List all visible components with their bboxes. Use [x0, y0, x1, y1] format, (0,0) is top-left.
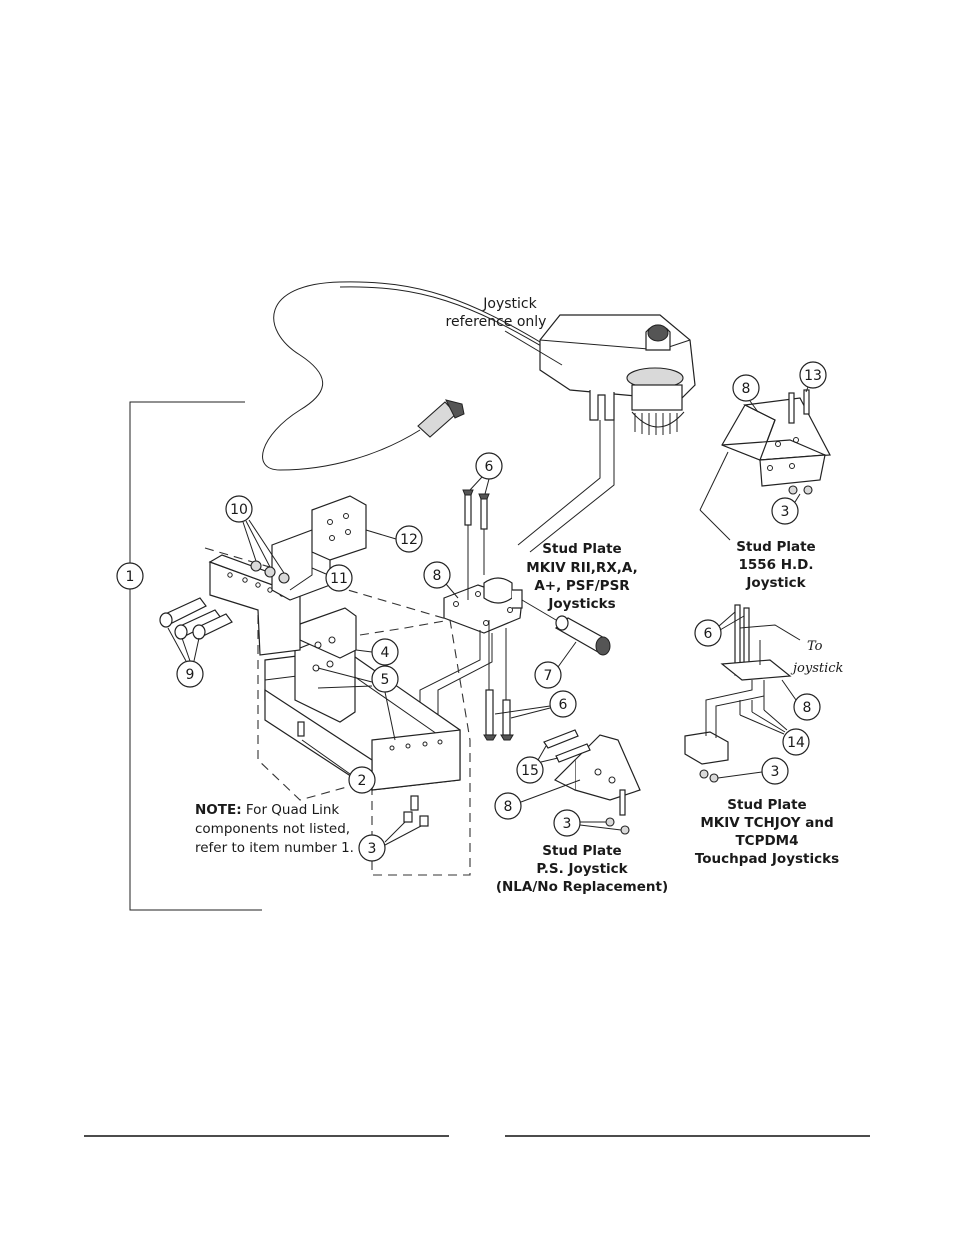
- svg-text:11: 11: [330, 571, 348, 587]
- item-1-bracket: [129, 401, 262, 911]
- svg-text:Stud Plate: Stud Plate: [542, 843, 621, 859]
- svg-text:13: 13: [804, 368, 822, 384]
- svg-text:3: 3: [781, 504, 790, 520]
- stud-plate-ps: [543, 729, 641, 835]
- cable-connector: [417, 399, 465, 438]
- joystick-ref-label-line2: reference only: [446, 314, 547, 330]
- svg-text:(NLA/No Replacement): (NLA/No Replacement): [496, 879, 668, 895]
- svg-text:Joystick: Joystick: [745, 575, 806, 591]
- svg-text:4: 4: [381, 645, 390, 661]
- svg-text:Joysticks: Joysticks: [547, 596, 615, 612]
- bolts-6-bottom: [483, 620, 514, 741]
- callout-12: 12: [365, 525, 423, 553]
- callout-6-top: 6: [469, 452, 503, 495]
- svg-text:10: 10: [230, 502, 248, 518]
- to-joystick-label: To joystick: [790, 639, 844, 676]
- callout-13: 13: [799, 361, 827, 393]
- nuts-10: [250, 560, 290, 584]
- svg-text:7: 7: [544, 668, 553, 684]
- joystick-cable: [262, 281, 549, 471]
- caption-touchpad: Stud Plate MKIV TCHJOY and TCPDM4 Touchp…: [695, 797, 839, 867]
- clamp-12: [311, 495, 367, 561]
- callout-14: 14: [739, 709, 810, 756]
- callout-4: 4: [355, 638, 399, 666]
- joystick-ref-label-line1: Joystick: [482, 296, 537, 312]
- svg-text:8: 8: [504, 799, 513, 815]
- svg-text:3: 3: [563, 816, 572, 832]
- quad-link-note: NOTE: For Quad Link components not liste…: [195, 802, 354, 856]
- stud-plate-hd: [721, 389, 831, 495]
- stud-plate-touchpad: [684, 604, 801, 783]
- callout-3-touchpad: 3: [717, 757, 789, 785]
- svg-text:8: 8: [742, 381, 751, 397]
- svg-text:6: 6: [559, 697, 568, 713]
- caption-rii: Stud Plate MKIV RII,RX,A, A+, PSF/PSR Jo…: [526, 541, 637, 612]
- stud-plate-rii: [443, 577, 523, 634]
- callout-6-right: 6: [694, 611, 745, 647]
- svg-text:1556 H.D.: 1556 H.D.: [738, 557, 813, 573]
- bolts-6-top: [462, 489, 490, 600]
- bolts-9: [159, 597, 233, 640]
- screws-3-bottom-left: [297, 721, 429, 827]
- note-line2: components not listed,: [195, 821, 350, 837]
- stud-7: [521, 599, 611, 656]
- svg-text:15: 15: [521, 763, 539, 779]
- svg-text:Stud Plate: Stud Plate: [736, 539, 815, 555]
- svg-text:5: 5: [381, 672, 390, 688]
- to-joystick-line1: To: [807, 639, 823, 654]
- plates-5-4: [294, 607, 357, 723]
- svg-text:8: 8: [803, 700, 812, 716]
- svg-text:3: 3: [771, 764, 780, 780]
- callout-7: 7: [534, 641, 577, 689]
- svg-text:P.S. Joystick: P.S. Joystick: [536, 861, 628, 877]
- callout-9: 9: [167, 627, 204, 688]
- callout-5: 5: [317, 665, 399, 741]
- svg-text:8: 8: [433, 568, 442, 584]
- svg-text:2: 2: [358, 773, 367, 789]
- callout-8-center: 8: [423, 561, 459, 599]
- svg-text:6: 6: [704, 626, 713, 642]
- callout-3-left: 3: [358, 821, 422, 862]
- callout-3-ps: 3: [553, 809, 622, 837]
- svg-text:Stud Plate: Stud Plate: [542, 541, 621, 557]
- svg-text:14: 14: [787, 735, 805, 751]
- callout-2: 2: [301, 739, 376, 794]
- svg-text:Touchpad Joysticks: Touchpad Joysticks: [695, 851, 839, 867]
- to-joystick-line2: joystick: [790, 661, 844, 676]
- svg-text:TCPDM4: TCPDM4: [735, 833, 798, 849]
- note-line3: refer to item number 1.: [195, 840, 354, 856]
- callout-8-touchpad: 8: [781, 679, 821, 721]
- quad-link-dashed-outline: [204, 547, 471, 876]
- caption-hd: Stud Plate 1556 H.D. Joystick: [699, 451, 816, 591]
- note-bold: NOTE:: [195, 802, 242, 818]
- callout-3-hd: 3: [771, 493, 801, 525]
- callout-11: 11: [311, 564, 353, 592]
- svg-text:Stud Plate: Stud Plate: [727, 797, 806, 813]
- callout-10: 10: [225, 495, 285, 574]
- svg-text:12: 12: [400, 532, 418, 548]
- svg-text:MKIV RII,RX,A,: MKIV RII,RX,A,: [526, 560, 637, 576]
- svg-text:9: 9: [186, 667, 195, 683]
- note-line1: For Quad Link: [242, 802, 340, 818]
- callout-8-hd: 8: [732, 374, 760, 413]
- joystick-ref-label: Joystick reference only: [446, 296, 563, 366]
- callout-1: 1: [116, 562, 144, 590]
- svg-text:MKIV TCHJOY and: MKIV TCHJOY and: [700, 815, 833, 831]
- svg-text:NOTE: For Quad Link: NOTE: For Quad Link: [195, 802, 339, 818]
- svg-text:1: 1: [126, 569, 135, 585]
- svg-text:6: 6: [485, 459, 494, 475]
- callout-15: 15: [516, 745, 559, 784]
- svg-text:3: 3: [368, 841, 377, 857]
- callout-8-ps: 8: [494, 779, 581, 820]
- callout-6-bottom: 6: [494, 690, 577, 719]
- caption-ps: Stud Plate P.S. Joystick (NLA/No Replace…: [496, 843, 668, 895]
- svg-text:A+, PSF/PSR: A+, PSF/PSR: [534, 578, 630, 594]
- joystick-reference: [539, 314, 696, 435]
